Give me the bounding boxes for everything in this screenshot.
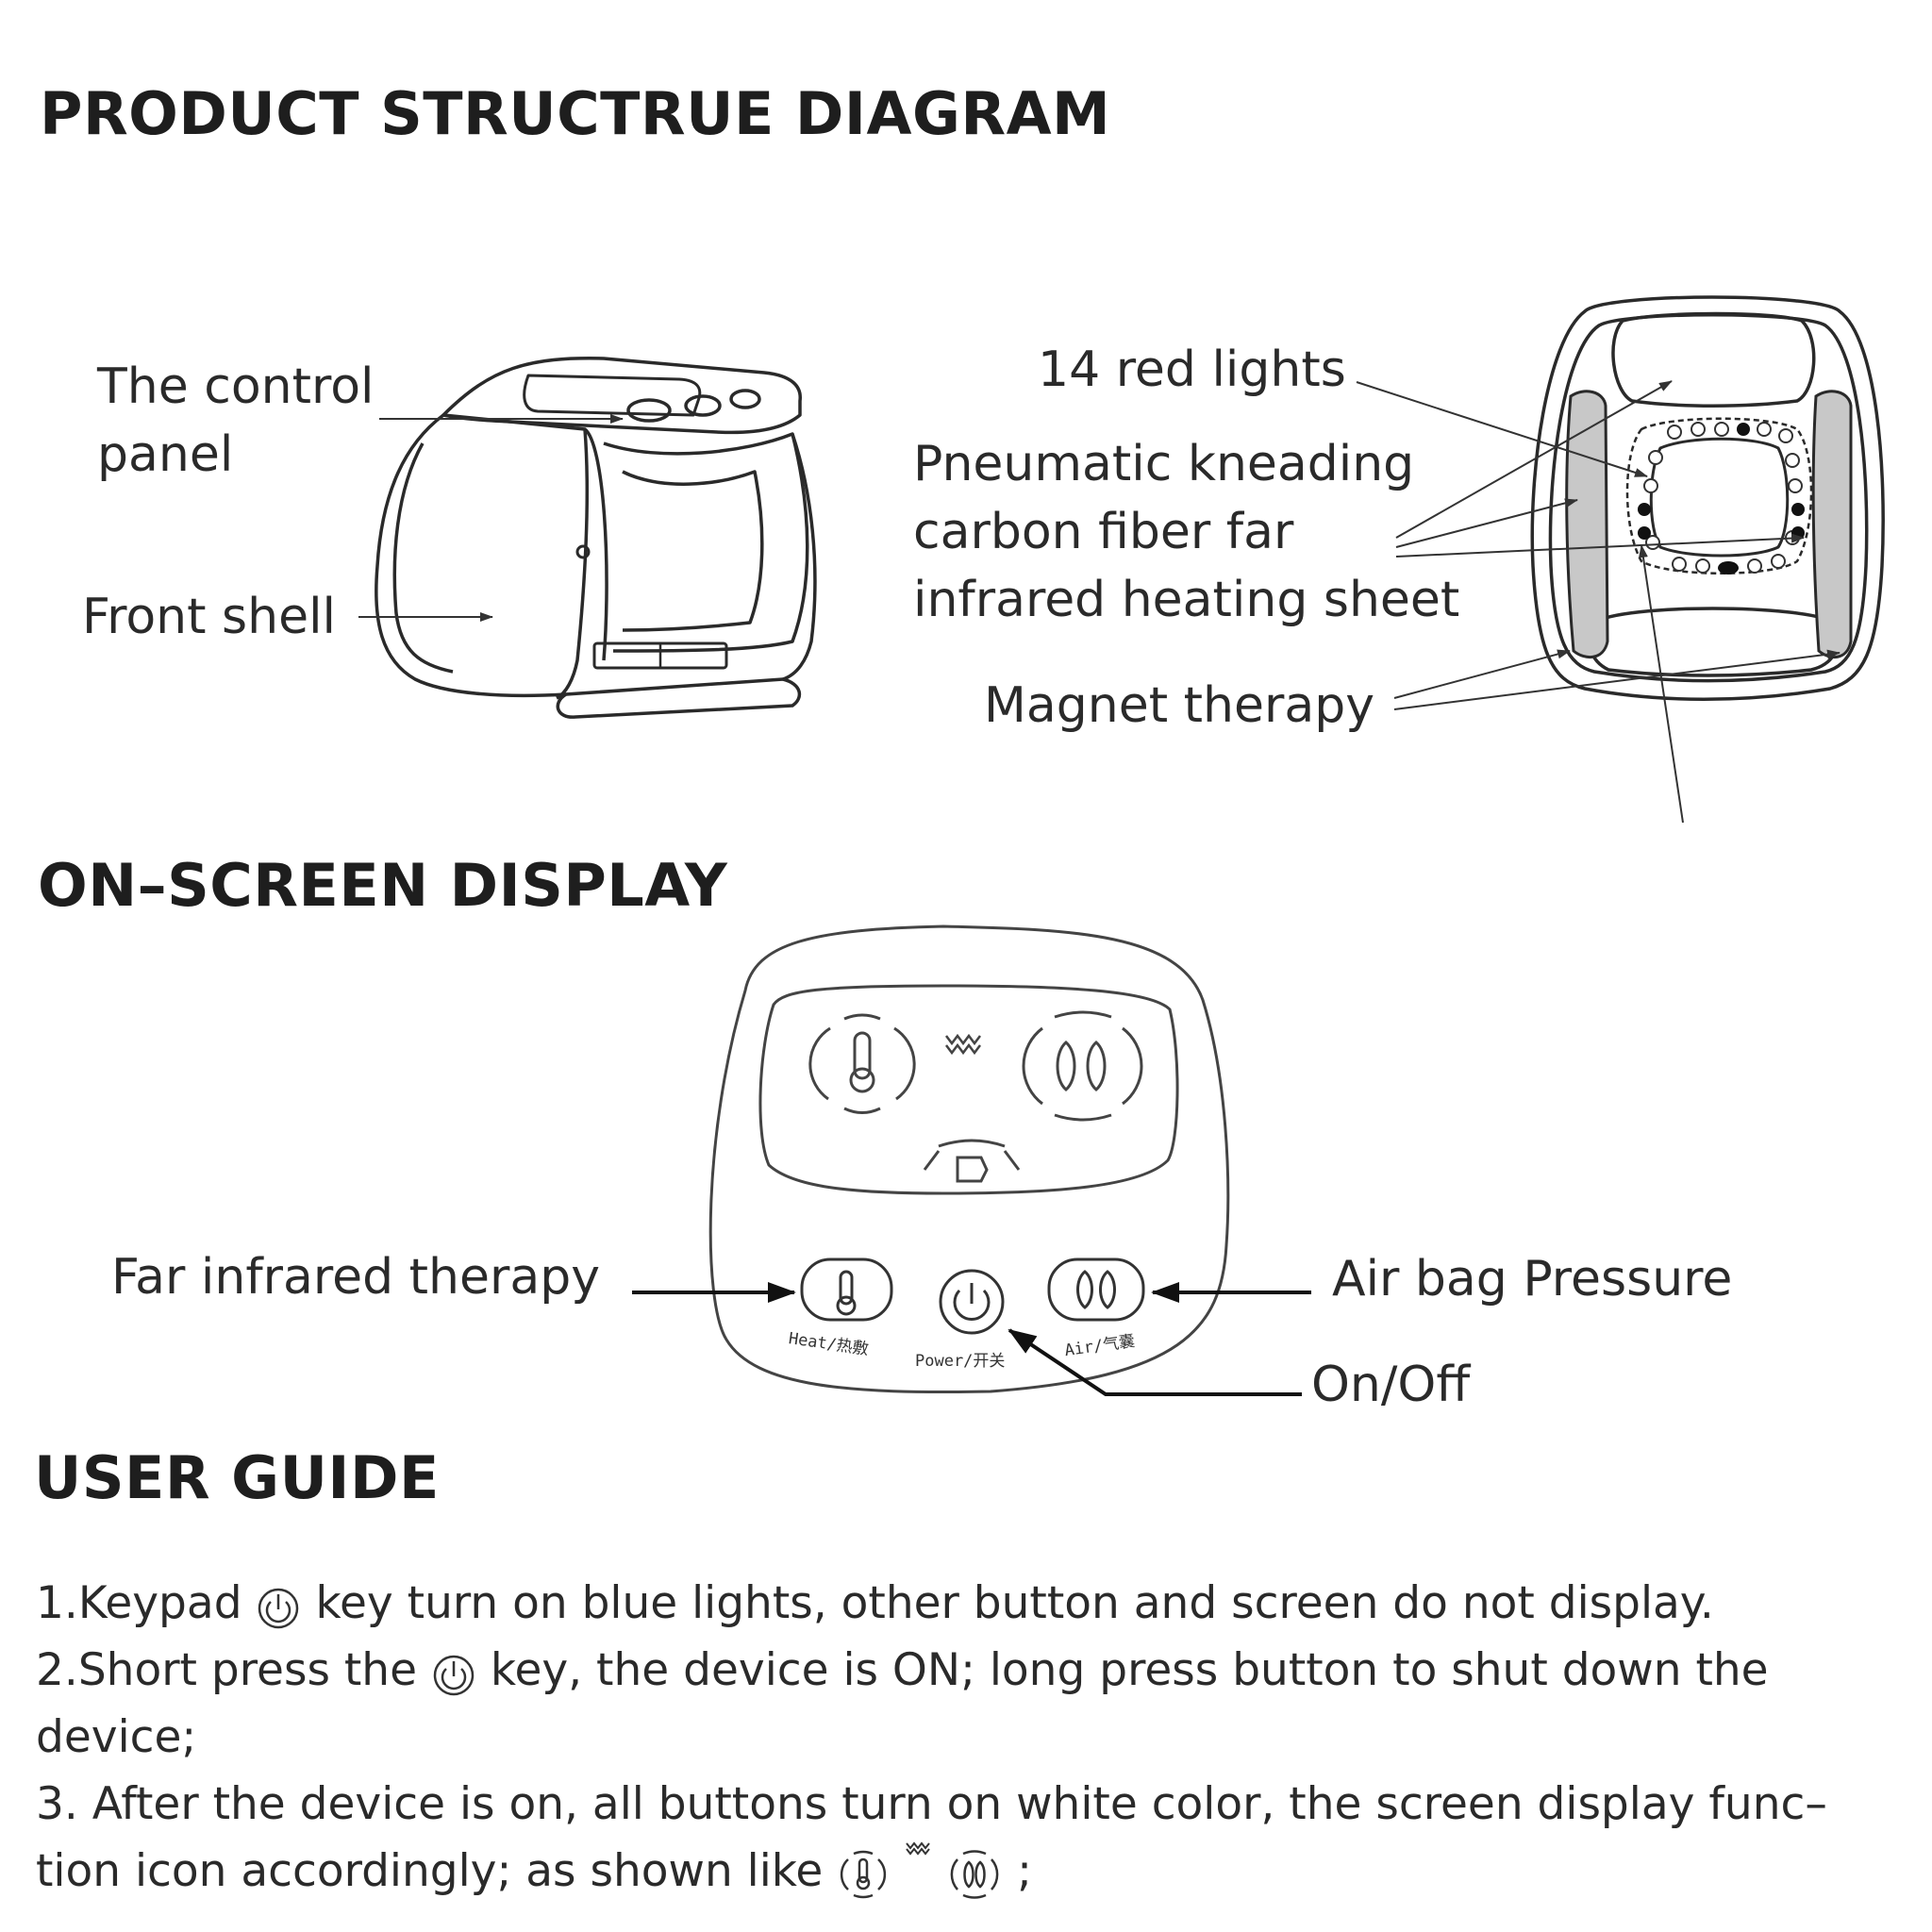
guide-line-5-end: ; [1017, 1845, 1032, 1897]
red-lights-label: 14 red lights [1038, 341, 1346, 398]
pneumatic-arrow-2 [1395, 498, 1578, 548]
left-magnet-pad [1565, 390, 1609, 659]
power-icon [258, 1588, 299, 1628]
control-panel-illustration [708, 924, 1230, 1394]
guide-line-2-end: key, the device is ON; long press button… [490, 1644, 1769, 1696]
front-shell-label: Front shell [82, 589, 336, 645]
pneumatic-label-line3: infrared heating sheet [913, 572, 1460, 628]
power-button-caption: Power/开关 [915, 1352, 1006, 1371]
screen-level-icon [923, 1139, 1021, 1183]
pneumatic-label-line2: carbon fiber far [913, 504, 1294, 560]
pneumatic-label-line1: Pneumatic kneading [913, 436, 1415, 492]
air-button[interactable] [1047, 1257, 1145, 1322]
control-panel-label-line2: panel [97, 426, 234, 483]
on-off-label: On/Off [1311, 1357, 1471, 1413]
wave-icon [906, 1841, 930, 1856]
magnet-arrow-1 [1393, 649, 1571, 699]
guide-line-4: 3. After the device is on, all buttons t… [36, 1778, 1827, 1830]
control-panel-label-line1: The control [97, 358, 375, 415]
guide-line-5: tion icon accordingly; as shown like ; [36, 1838, 1032, 1905]
power-button[interactable] [939, 1269, 1005, 1335]
air-bag-label: Air bag Pressure [1332, 1251, 1733, 1307]
screen-wave-icon [945, 1033, 981, 1056]
magnet-therapy-label: Magnet therapy [984, 677, 1374, 734]
guide-line-2-start: 2.Short press the [36, 1644, 417, 1696]
guide-line-1-end: key turn on blue lights, other button an… [315, 1577, 1714, 1629]
guide-line-2: 2.Short press the key, the device is ON;… [36, 1637, 1769, 1704]
guide-line-3: device; [36, 1711, 197, 1763]
structure-title: PRODUCT STRUCTRUE DIAGRAM [40, 79, 1111, 148]
heat-button[interactable] [800, 1257, 893, 1322]
screen-airbag-icon [1022, 1010, 1143, 1122]
power-icon [433, 1655, 475, 1695]
on-off-arrow [1008, 1328, 1302, 1396]
heat-icon [841, 1850, 887, 1898]
red-lights-arrow [1356, 381, 1648, 477]
airbag-icon [950, 1849, 999, 1899]
pneumatic-arrow-1 [1395, 380, 1673, 539]
far-infrared-label: Far infrared therapy [111, 1249, 600, 1306]
guide-title: USER GUIDE [34, 1443, 440, 1512]
knee-massager-illustration [375, 357, 817, 719]
pneumatic-arrow-3 [1395, 533, 1805, 558]
guide-line-1: 1.Keypad key turn on blue lights, other … [36, 1570, 1714, 1637]
center-arrow [1638, 544, 1684, 824]
guide-line-1-start: 1.Keypad [36, 1577, 242, 1629]
guide-line-5-start: tion icon accordingly; as shown like [36, 1845, 824, 1897]
right-magnet-pad [1811, 390, 1853, 659]
magnet-arrow-2 [1393, 649, 1840, 710]
screen-heat-icon [808, 1013, 916, 1114]
display-title: ON–SCREEN DISPLAY [38, 851, 728, 920]
